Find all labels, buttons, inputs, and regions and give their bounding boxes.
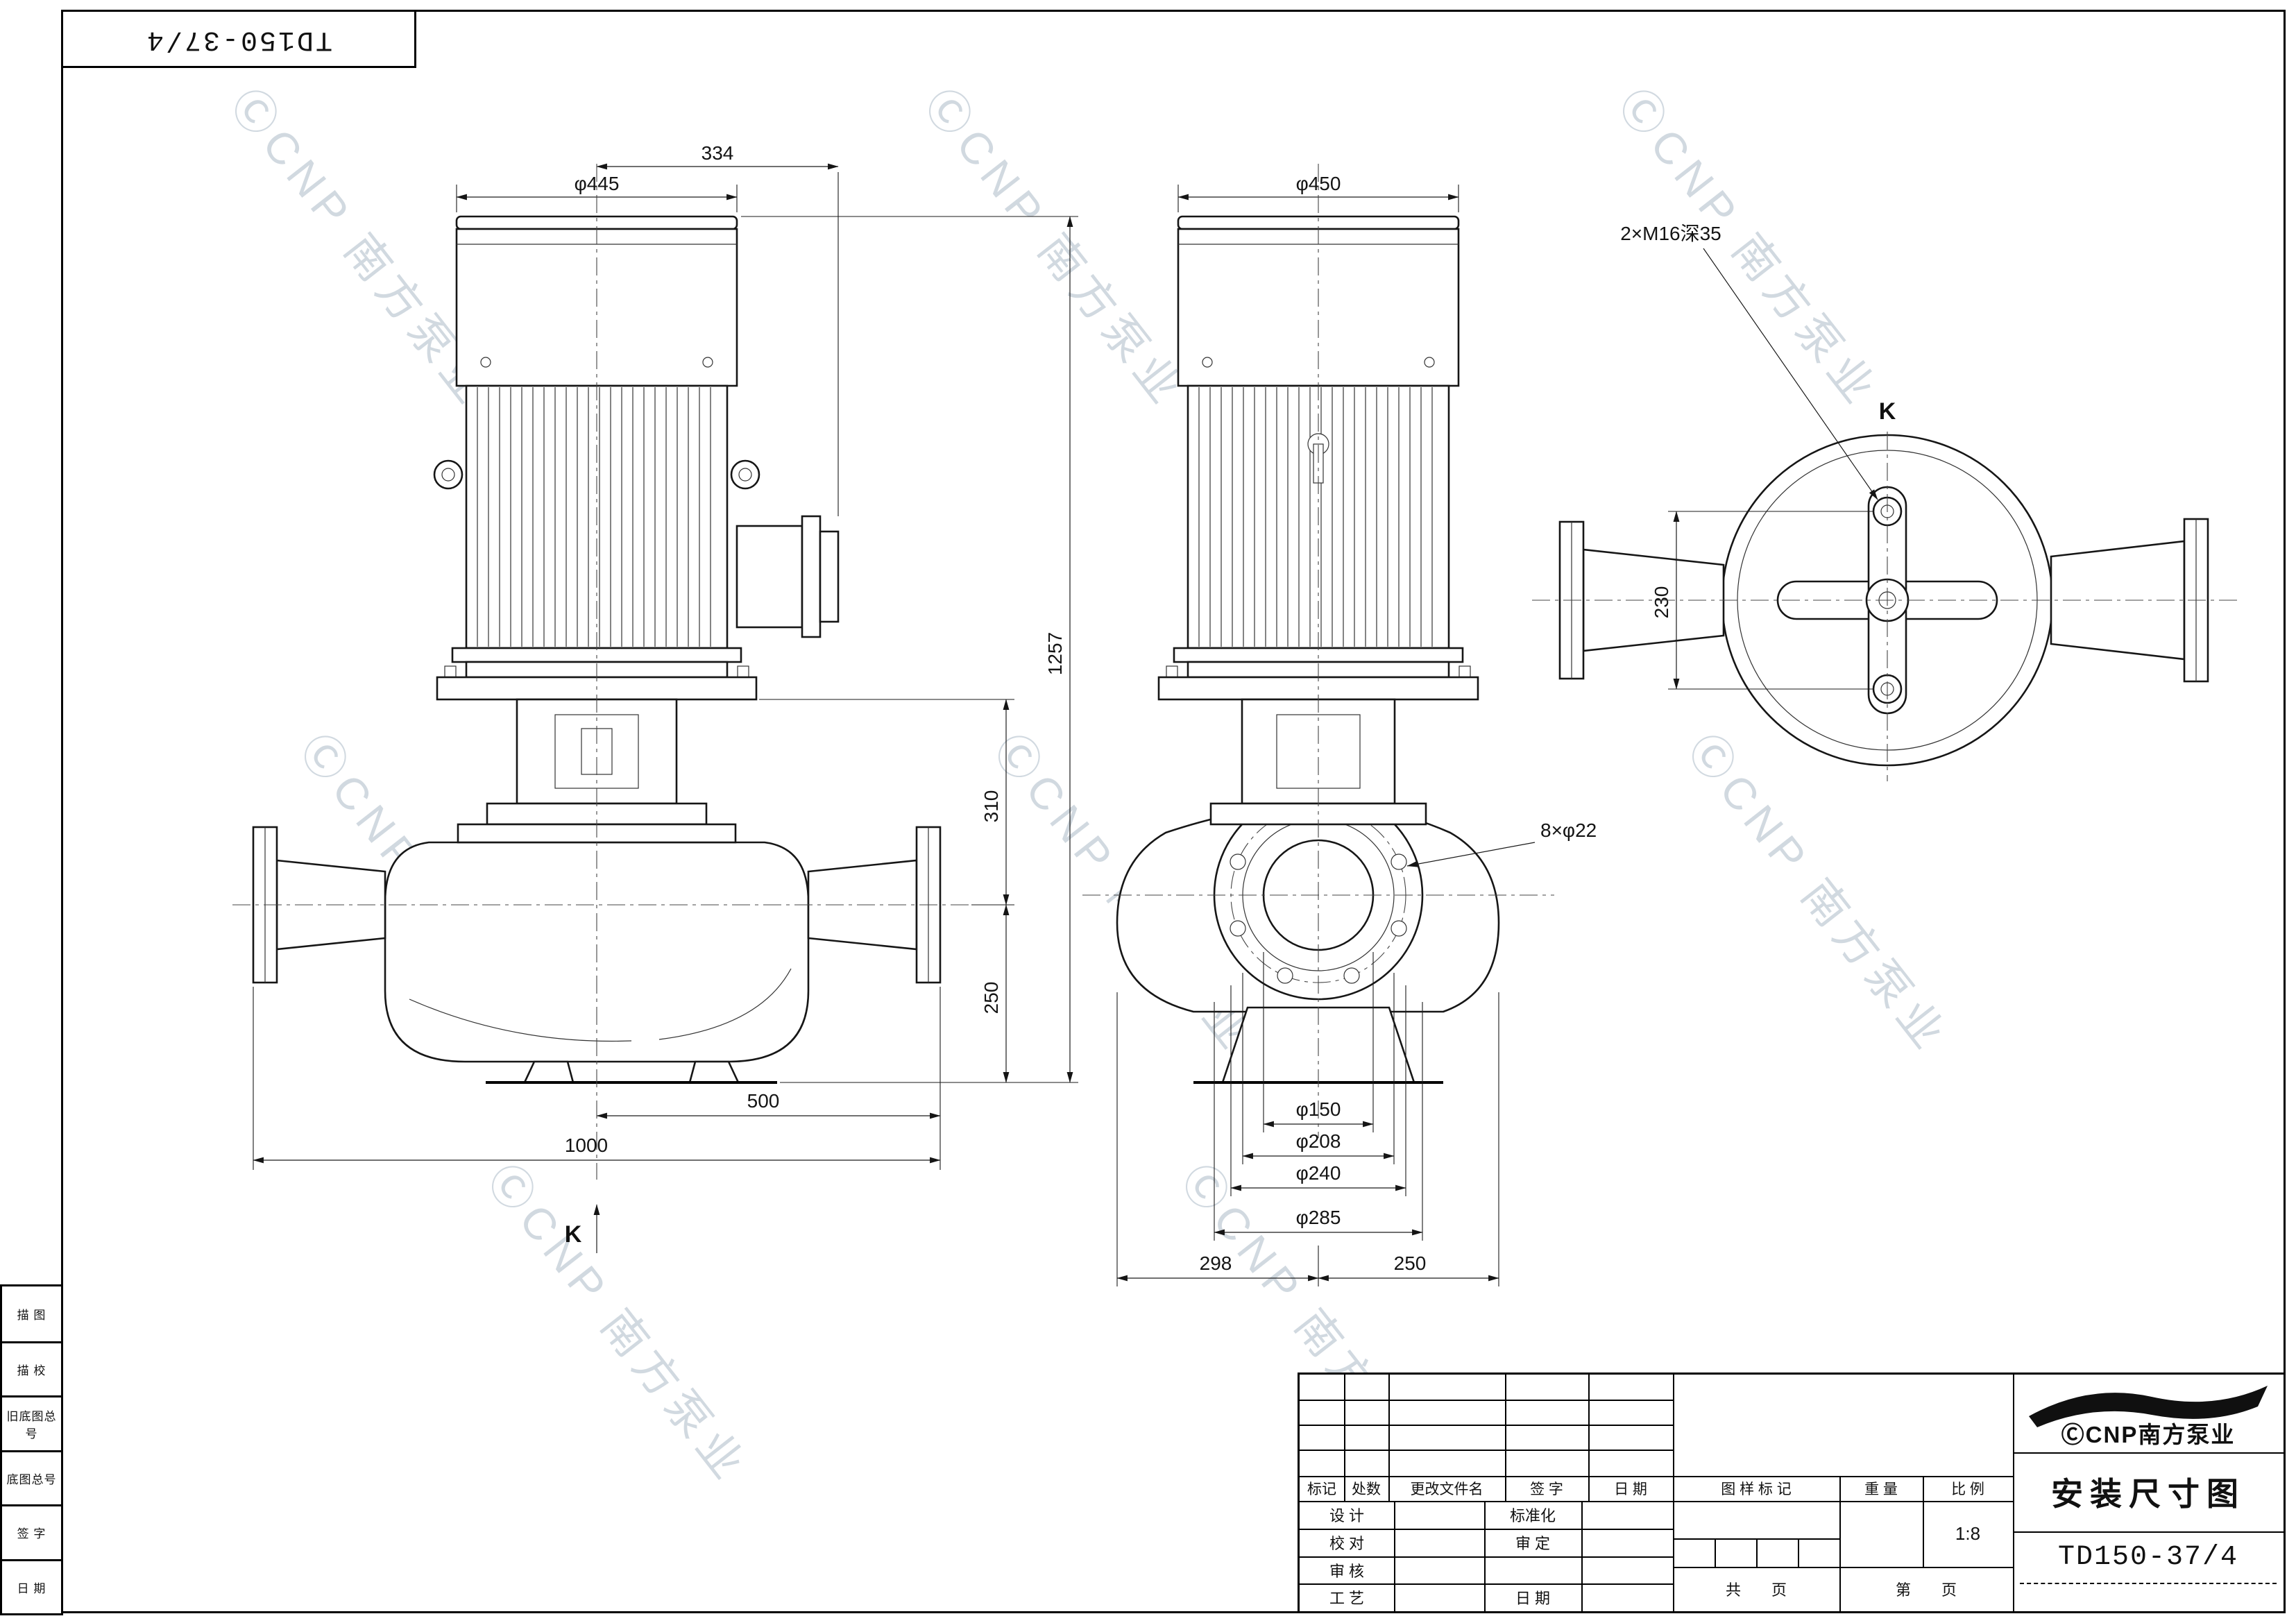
stamp-header: 重 量 <box>1864 1481 1898 1497</box>
sig-label: 设 计 <box>1329 1507 1365 1524</box>
sig-label: 审 定 <box>1515 1535 1551 1552</box>
drawing-frame <box>61 10 2286 1613</box>
title-block: 标记 处数 更改文件名 签 字 日 期 设 计 标准化 校 对 审 定 审 核 … <box>1298 1373 2286 1613</box>
top-dimensions: 2×M16深35 230 K <box>1620 223 1896 690</box>
margin-label-column: 描 图 描 校 旧底图总号 底图总号 签 字 日 期 <box>0 1284 63 1615</box>
terminal-box <box>735 515 840 638</box>
lifting-lug <box>433 459 464 490</box>
cnp-logo-graphic: ⒸCNP南方泵业 <box>2029 1386 2268 1447</box>
pump-top-view: 2×M16深35 230 K <box>1532 223 2237 781</box>
dim-1000: 1000 <box>565 1135 608 1156</box>
dim-bolt-holes: 8×φ22 <box>1540 819 1597 841</box>
corner-code-box: TD150-37/4 <box>61 10 416 68</box>
rev-header: 日 期 <box>1614 1481 1647 1497</box>
sig-label: 标准化 <box>1509 1507 1556 1524</box>
sig-label: 工 艺 <box>1329 1590 1365 1607</box>
pump-side-view: φ450 8×φ22 φ150 φ208 φ240 φ285 298 250 <box>1082 164 1597 1286</box>
lifting-lug <box>730 459 760 490</box>
drawing-title: 安装尺寸图 <box>2051 1476 2245 1512</box>
motor-fins <box>477 387 711 647</box>
margin-label: 底图总号 <box>2 1450 61 1505</box>
sig-label: 日 期 <box>1515 1590 1551 1607</box>
cnp-logo: ⒸCNP南方泵业 <box>2013 1375 2284 1452</box>
dim-334: 334 <box>701 142 734 164</box>
pages-total: 共 页 <box>1725 1581 1787 1599</box>
model-number: TD150-37/4 <box>2057 1541 2239 1573</box>
dim-tapped-holes: 2×M16深35 <box>1620 223 1721 244</box>
margin-label: 描 图 <box>17 1308 46 1322</box>
stamp-header: 比 例 <box>1951 1481 1984 1497</box>
dim-1257: 1257 <box>1044 632 1066 675</box>
margin-label: 旧底图总号 <box>2 1395 61 1450</box>
dim-bolt-circle: φ240 <box>1296 1162 1341 1184</box>
margin-label: 描 校 <box>2 1341 61 1396</box>
dim-250: 250 <box>980 982 1002 1014</box>
dim-flange-od: φ285 <box>1296 1207 1341 1228</box>
front-dimensions: φ445 334 1000 500 310 250 1257 K <box>253 142 1078 1253</box>
logo-wave-icon <box>2029 1386 2268 1427</box>
dim-298: 298 <box>1200 1252 1232 1274</box>
scale-value: 1:8 <box>1955 1523 1981 1544</box>
rev-header: 处数 <box>1352 1481 1381 1497</box>
pump-front-view: φ445 334 1000 500 310 250 1257 K <box>232 142 1078 1253</box>
view-label-k: K <box>1879 398 1896 425</box>
rev-header: 签 字 <box>1530 1481 1563 1497</box>
corner-code: TD150-37/4 <box>144 23 333 55</box>
view-arrow-k: K <box>565 1221 582 1248</box>
rev-header: 标记 <box>1307 1481 1336 1497</box>
brand-text: ⒸCNP南方泵业 <box>2061 1422 2236 1447</box>
sig-label <box>1484 1556 1581 1583</box>
sig-label: 审 核 <box>1329 1562 1365 1580</box>
dim-310: 310 <box>980 790 1002 823</box>
stamp-header: 图 样 标 记 <box>1721 1481 1792 1497</box>
pages-no: 第 页 <box>1895 1581 1957 1599</box>
rev-header: 更改文件名 <box>1410 1481 1483 1497</box>
dim-250: 250 <box>1394 1252 1427 1274</box>
sig-label: 校 对 <box>1329 1535 1365 1552</box>
dim-230: 230 <box>1651 586 1672 619</box>
dim-500: 500 <box>747 1090 780 1112</box>
margin-label: 签 字 <box>2 1504 61 1559</box>
margin-label: 日 期 <box>2 1558 61 1614</box>
motor-fins <box>1198 387 1433 647</box>
